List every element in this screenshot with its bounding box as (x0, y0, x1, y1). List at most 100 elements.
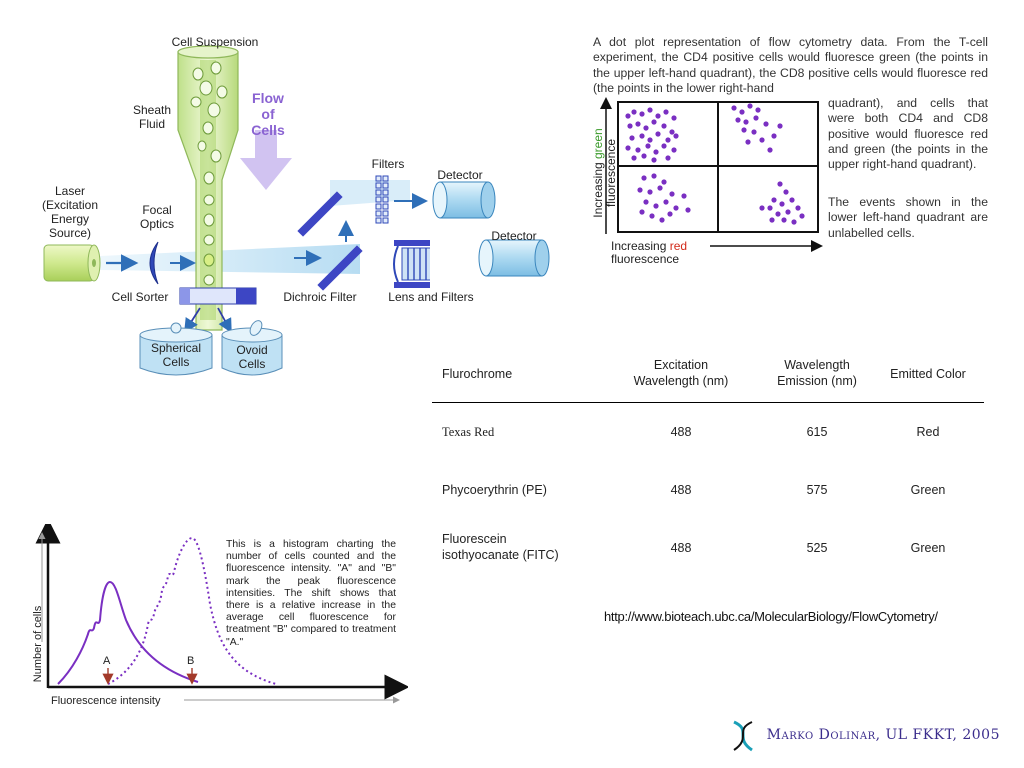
dotplot-dot (781, 217, 787, 223)
dotplot-dot (763, 121, 769, 127)
dotplot-dot (777, 123, 783, 129)
dotplot-dot (759, 137, 765, 143)
dotplot-description-right: quadrant), and cells that were both CD4 … (828, 96, 988, 172)
dotplot-dot (769, 217, 775, 223)
dotplot-dot (795, 205, 801, 211)
table-header-emission: Wavelength Emission (nm) (777, 358, 857, 388)
laser-beam (100, 244, 360, 274)
histogram-peak-a-label: A (103, 655, 111, 667)
dotplot-dot (643, 199, 649, 205)
dotplot-dot (771, 133, 777, 139)
table-cell: Green (910, 483, 946, 497)
dichroic-filter (317, 245, 363, 291)
dotplot-dot (647, 189, 653, 195)
ovoid-cells-vessel (221, 320, 283, 376)
table-cell: 488 (670, 483, 692, 497)
source-url[interactable]: http://www.bioteach.ubc.ca/MolecularBiol… (604, 609, 938, 624)
dichroic-mirror-top (297, 191, 343, 237)
dotplot-dot (791, 219, 797, 225)
dotplot-dot (771, 197, 777, 203)
dotplot-x-label: Increasing red fluorescence (611, 240, 687, 266)
label-detector-bottom: Detector (491, 229, 537, 243)
dotplot-dot (753, 115, 759, 121)
dotplot-dot (775, 211, 781, 217)
lens-and-filters (393, 240, 430, 288)
dotplot-dot (659, 217, 665, 223)
histogram-y-label: Number of cells (32, 605, 44, 683)
dotplot-dot (631, 109, 637, 115)
label-flow-of-cells: Flow of Cells (251, 90, 285, 138)
table-header-fluorochrome: Flurochrome (442, 367, 513, 381)
footer-author: Marko Dolinar, UL FKKT, 2005 (766, 727, 1000, 743)
dotplot-dot (685, 207, 691, 213)
dotplot-dot (647, 137, 653, 143)
filters-grid (375, 175, 389, 224)
dna-helix-logo (730, 720, 756, 757)
label-cell-sorter: Cell Sorter (111, 290, 169, 304)
table-header-emitted-color: Emitted Color (890, 367, 966, 381)
dotplot-dot (631, 155, 637, 161)
dotplot-description-events: The events shown in the lower left-hand … (828, 195, 988, 240)
dotplot-dot (643, 125, 649, 131)
dotplot-dot (639, 209, 645, 215)
dotplot-y-label: Increasing green fluorescence (591, 114, 618, 232)
table-cell: 575 (806, 483, 828, 497)
dot-plot (600, 97, 823, 252)
table-cell: Red (916, 425, 940, 439)
dotplot-dot (629, 135, 635, 141)
dotplot-dot (779, 201, 785, 207)
detector-bottom-cylinder (478, 239, 550, 277)
dotplot-dot (745, 139, 751, 145)
dotplot-dot (649, 213, 655, 219)
dotplot-dot (739, 109, 745, 115)
dotplot-y-prefix: Increasing (591, 159, 605, 218)
dotplot-dot (635, 147, 641, 153)
dotplot-y-green-word: green (591, 128, 605, 159)
label-spherical-cells: Spherical Cells (150, 341, 202, 369)
dotplot-x-prefix: Increasing (611, 239, 670, 253)
dotplot-dot (665, 137, 671, 143)
detectors (432, 181, 550, 277)
dotplot-dot (645, 143, 651, 149)
histogram-curve-a (57, 580, 199, 685)
flow-arrow (240, 130, 292, 190)
table-cell-fitc: Fluorescein isothyocanate (FITC) (442, 532, 559, 562)
label-lens-and-filters: Lens and Filters (388, 290, 474, 304)
detector-top-cylinder (432, 181, 496, 219)
dotplot-dot (735, 117, 741, 123)
dotplot-dot (655, 113, 661, 119)
label-filters: Filters (371, 157, 405, 171)
table-cell: 525 (806, 541, 828, 555)
table-cell: 615 (806, 425, 828, 439)
dotplot-dot (663, 199, 669, 205)
dotplot-dot (661, 179, 667, 185)
dotplot-dot (639, 111, 645, 117)
histogram-peak-b-label: B (187, 655, 195, 667)
label-focal-optics: Focal Optics (139, 203, 174, 231)
table-cell: 488 (670, 541, 692, 555)
dotplot-y-suffix: fluorescence (604, 138, 618, 208)
cells-in-tube (190, 61, 228, 286)
dotplot-dot (789, 197, 795, 203)
dotplot-x-suffix: fluorescence (611, 252, 680, 266)
flow-cytometer-diagram (43, 45, 430, 376)
histogram-x-label: Fluorescence intensity (51, 695, 161, 707)
table-cell: Green (910, 541, 946, 555)
dotplot-dot (743, 119, 749, 125)
dotplot-dot (655, 131, 661, 137)
dotplot-dot (747, 103, 753, 109)
label-detector-top: Detector (437, 168, 483, 182)
dotplot-dot (681, 193, 687, 199)
dotplot-dot (751, 129, 757, 135)
spherical-cells-vessel (139, 322, 213, 376)
fluorescence-histogram (35, 524, 408, 704)
label-laser: Laser (Excitation Energy Source) (41, 184, 99, 240)
dotplot-dot (741, 127, 747, 133)
table-cell: 488 (670, 425, 692, 439)
label-cell-suspension: Cell Suspension (171, 35, 259, 49)
dotplot-dot (657, 185, 663, 191)
dotplot-dot (653, 149, 659, 155)
label-sheath-fluid: Sheath Fluid (132, 103, 172, 131)
label-dichroic-filter: Dichroic Filter (283, 290, 357, 304)
beam-upper (330, 180, 410, 206)
